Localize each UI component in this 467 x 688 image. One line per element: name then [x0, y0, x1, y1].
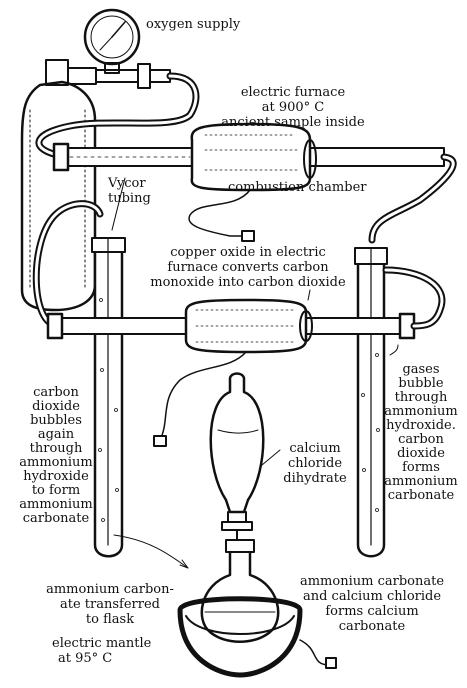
transferred-label: ammonium carbon- ate transferred to flas… [40, 582, 180, 627]
left-description-line: dioxide [32, 399, 80, 414]
vycor-label-line: Vycor [108, 176, 146, 191]
right-description-line: carbonate [387, 488, 455, 503]
left-description-line: ammonium [19, 497, 93, 512]
mantle-label-line: electric mantle [52, 636, 152, 651]
left-description-line: through [29, 441, 83, 456]
furnace-label-line: at 900° C [261, 100, 325, 115]
left-description-line: carbon [33, 385, 79, 400]
transferred-label-line: ate transferred [60, 597, 160, 612]
left-hose-top [32, 200, 104, 329]
heating-mantle [177, 596, 337, 678]
forms-calcium-label-line: and calcium chloride [302, 589, 442, 604]
left-description-line: ammonium [19, 455, 93, 470]
oxygen-tank [20, 59, 97, 312]
left-description-line: hydroxide [23, 469, 89, 484]
right-description-line: ammonium [384, 474, 458, 489]
furnace-label: electric furnace at 900° C ancient sampl… [218, 85, 368, 130]
right-description-line: ammonium [384, 404, 458, 419]
electric-furnace-middle [153, 298, 313, 447]
calcium-chloride-label-line: calcium [289, 441, 341, 456]
calcium-chloride-label-line: dihydrate [283, 471, 347, 486]
right-description: gases bubble through ammonium hydroxide.… [384, 363, 458, 503]
forms-calcium-label: ammonium carbonate and calcium chloride … [286, 574, 458, 634]
left-test-tube [91, 237, 126, 558]
vycor-label-line: tubing [108, 191, 151, 206]
right-description-line: through [394, 390, 448, 405]
copper-oxide-label: copper oxide in electric furnace convert… [148, 245, 348, 290]
pressure-gauge [83, 8, 141, 74]
left-description-line: carbonate [22, 511, 90, 526]
left-description: carbon dioxide bubbles again through amm… [18, 386, 94, 526]
right-description-line: hydroxide. [386, 418, 456, 433]
right-description-line: dioxide [397, 446, 445, 461]
right-description-line: forms [402, 460, 440, 475]
combustion-chamber-label: combustion chamber [228, 180, 367, 195]
copper-oxide-label-line: monoxide into carbon dioxide [150, 275, 346, 290]
furnace-label-line: ancient sample inside [221, 115, 365, 130]
left-description-line: bubbles [30, 413, 82, 428]
left-description-line: again [37, 427, 75, 442]
forms-calcium-label-line: carbonate [338, 619, 406, 634]
right-description-line: carbon [398, 432, 444, 447]
copper-oxide-label-line: furnace converts carbon [167, 260, 329, 275]
calcium-chloride-label: calcium chloride dihydrate [272, 441, 358, 486]
vycor-label: Vycor tubing [108, 176, 151, 206]
calcium-chloride-label-line: chloride [287, 456, 343, 471]
transferred-label-line: to flask [85, 612, 135, 627]
mantle-label-line: at 95° C [58, 651, 113, 666]
right-description-line: gases [402, 362, 440, 377]
left-description-line: to form [31, 483, 81, 498]
separatory-funnel [209, 372, 265, 551]
transferred-label-line: ammonium carbon- [46, 582, 174, 597]
right-hose-top [368, 153, 457, 244]
electric-furnace-top [188, 122, 317, 242]
right-test-tube [354, 247, 388, 558]
mantle-label: electric mantle at 95° C [52, 636, 151, 666]
forms-calcium-label-line: ammonium carbonate [299, 574, 445, 589]
copper-oxide-label-line: copper oxide in electric [170, 245, 326, 260]
right-description-line: bubble [398, 376, 444, 391]
forms-calcium-label-line: forms calcium [325, 604, 419, 619]
furnace-label-line: electric furnace [240, 85, 346, 100]
oxygen-supply-label: oxygen supply [146, 17, 241, 32]
flask [200, 539, 280, 643]
